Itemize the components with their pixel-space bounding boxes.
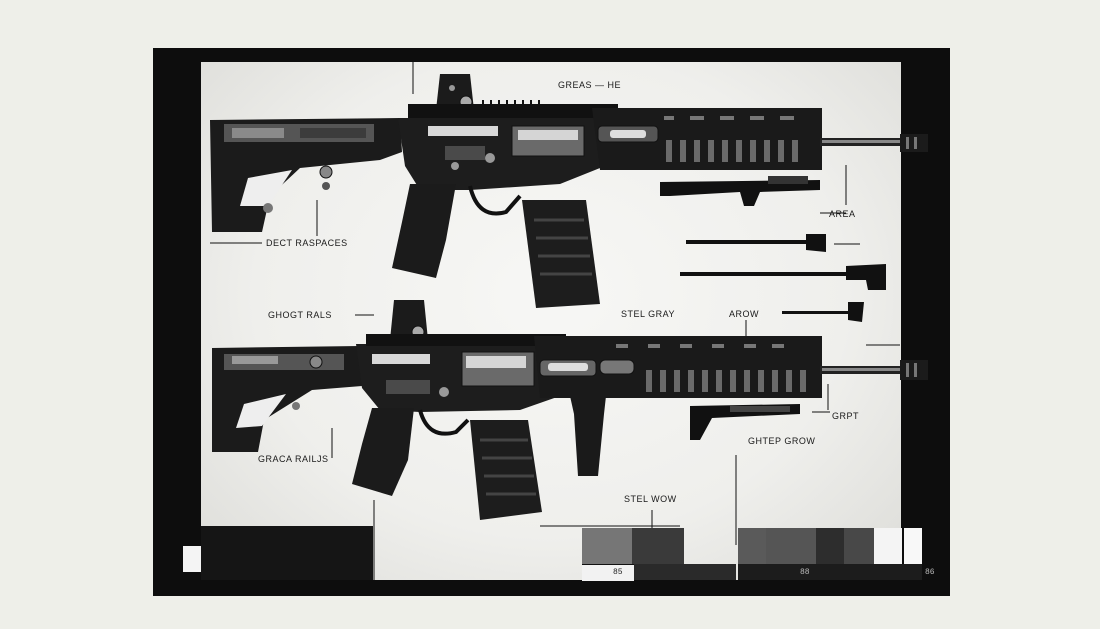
label-ghost-rails: GHOGT RALS [268, 310, 332, 320]
label-dect-raspaces: DECT RASPACES [266, 238, 348, 248]
bottom-accessory-part [690, 404, 800, 440]
swatch-number: 86 [925, 568, 935, 577]
top-rifle [210, 74, 928, 308]
swatch-8 [904, 528, 922, 564]
swatch-2 [632, 528, 684, 564]
swatch-base-left [582, 564, 634, 581]
swatch-base-mid [634, 564, 736, 580]
label-stel-gray: STEL GRAY [621, 309, 676, 319]
label-area: AREA [829, 209, 856, 219]
bottom-rifle [212, 300, 928, 520]
swatch-number: 88 [800, 568, 810, 577]
bottom-panel-block [201, 526, 373, 580]
swatch-1 [582, 528, 632, 564]
top-accessory-parts [660, 176, 886, 322]
swatch-5 [816, 528, 844, 564]
label-stel-wow: STEL WOW [624, 494, 677, 504]
swatch-base-right [738, 564, 922, 580]
swatch-7 [874, 528, 902, 564]
swatch-3 [738, 528, 766, 564]
swatch-4 [766, 528, 816, 564]
label-greas-he: GREAS — HE [558, 80, 622, 90]
swatch-number: 85 [613, 568, 623, 577]
label-arow: AROW [729, 309, 759, 319]
label-grpt: GRPT [832, 411, 860, 421]
swatch-6 [844, 528, 874, 564]
label-ghtep-grow: GHTEP GROW [748, 436, 816, 446]
label-graca-rails: GRACA RAILJS [258, 454, 329, 464]
